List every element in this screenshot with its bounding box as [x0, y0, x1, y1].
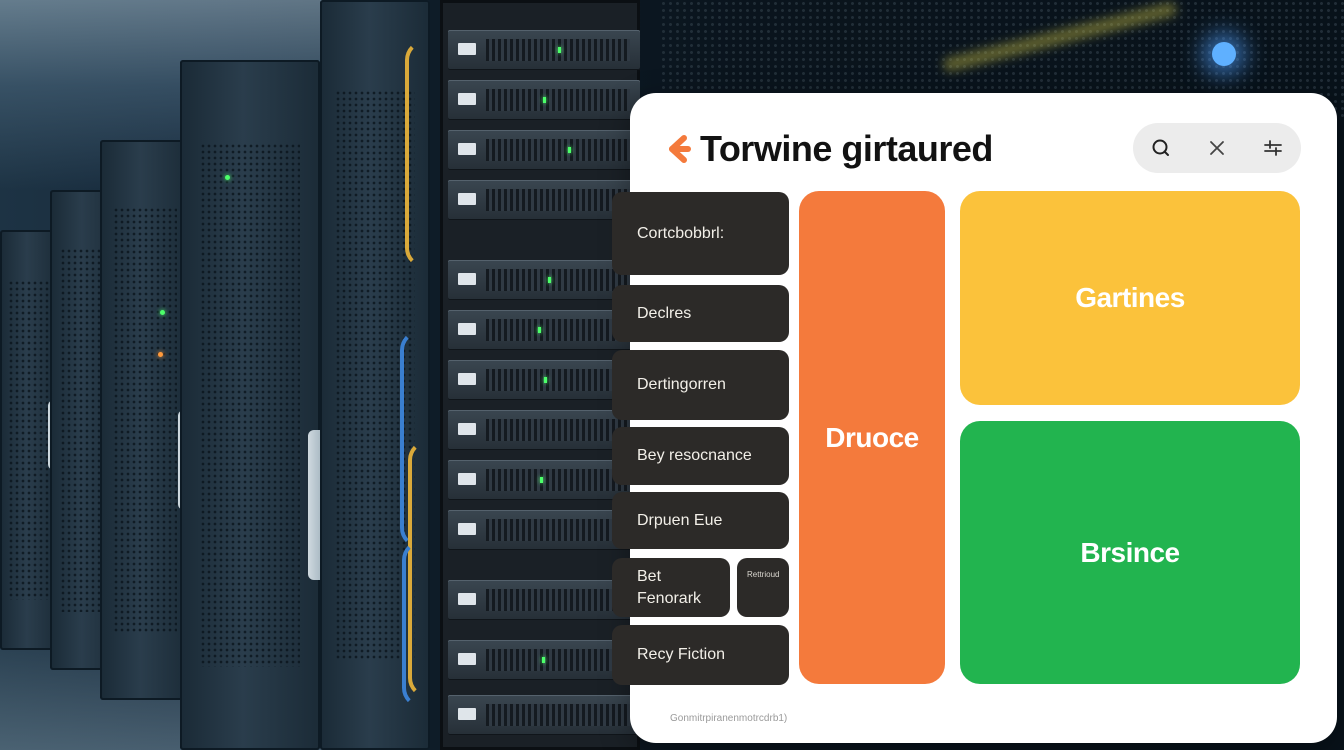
menu-item-label: Cortcbobbrl:	[637, 224, 725, 242]
menu-item-label: Bet Fenorark	[637, 567, 702, 607]
menu-item-bey-resocnance[interactable]: Bey resocnance	[612, 427, 789, 485]
server-rack	[440, 0, 640, 750]
search-button[interactable]	[1143, 130, 1179, 166]
menu-item-label: Rettrioud	[747, 570, 780, 579]
tile-label: Druoce	[825, 421, 919, 453]
page-title: Torwine girtaured	[700, 128, 993, 169]
blue-indicator-light	[1212, 42, 1236, 66]
status-led	[160, 310, 165, 315]
tile-gartines[interactable]: Gartines	[960, 191, 1300, 405]
menu-item-rettrioud[interactable]: Rettrioud	[737, 558, 789, 617]
network-cable	[400, 330, 453, 548]
search-icon	[1150, 137, 1172, 159]
tile-druoce[interactable]: Druoce	[799, 191, 945, 684]
tile-label: Gartines	[1075, 282, 1185, 313]
network-cable	[405, 40, 453, 268]
footer-note: Gonmitrpiranenmotrcdrb1)	[670, 713, 788, 724]
menu-item-cortcbobbrl[interactable]: Cortcbobbrl:	[612, 192, 789, 275]
menu-item-recy-fiction[interactable]: Recy Fiction	[612, 625, 789, 685]
menu-item-label: Recy Fiction	[637, 646, 726, 663]
tile-label: Brsince	[1080, 536, 1180, 568]
menu-item-label: Drpuen Eue	[637, 511, 723, 529]
status-led	[158, 352, 163, 357]
menu-item-declres[interactable]: Declres	[612, 285, 789, 342]
tile-brsince[interactable]: Brsince	[960, 421, 1300, 684]
close-button[interactable]	[1199, 130, 1235, 166]
menu-item-dertingorren[interactable]: Dertingorren	[612, 350, 789, 420]
arrow-left-icon[interactable]	[662, 134, 692, 164]
menu-item-drpuen-eue[interactable]: Drpuen Eue	[612, 492, 789, 549]
status-led	[225, 175, 230, 180]
close-icon	[1206, 137, 1228, 159]
menu-item-label: Declres	[637, 304, 692, 322]
server-cabinet	[180, 60, 330, 750]
network-cable	[408, 440, 456, 698]
panel-header: Torwine girtaured	[662, 121, 993, 177]
menu-item-label: Bey resocnance	[637, 447, 752, 464]
server-cabinet	[100, 140, 200, 700]
menu-item-bet-fenorark[interactable]: Bet Fenorark	[612, 558, 730, 617]
filter-icon	[1262, 137, 1284, 159]
filter-button[interactable]	[1255, 130, 1291, 166]
network-cable	[402, 540, 455, 708]
toolbar	[1133, 123, 1301, 173]
menu-item-label: Dertingorren	[637, 376, 726, 393]
